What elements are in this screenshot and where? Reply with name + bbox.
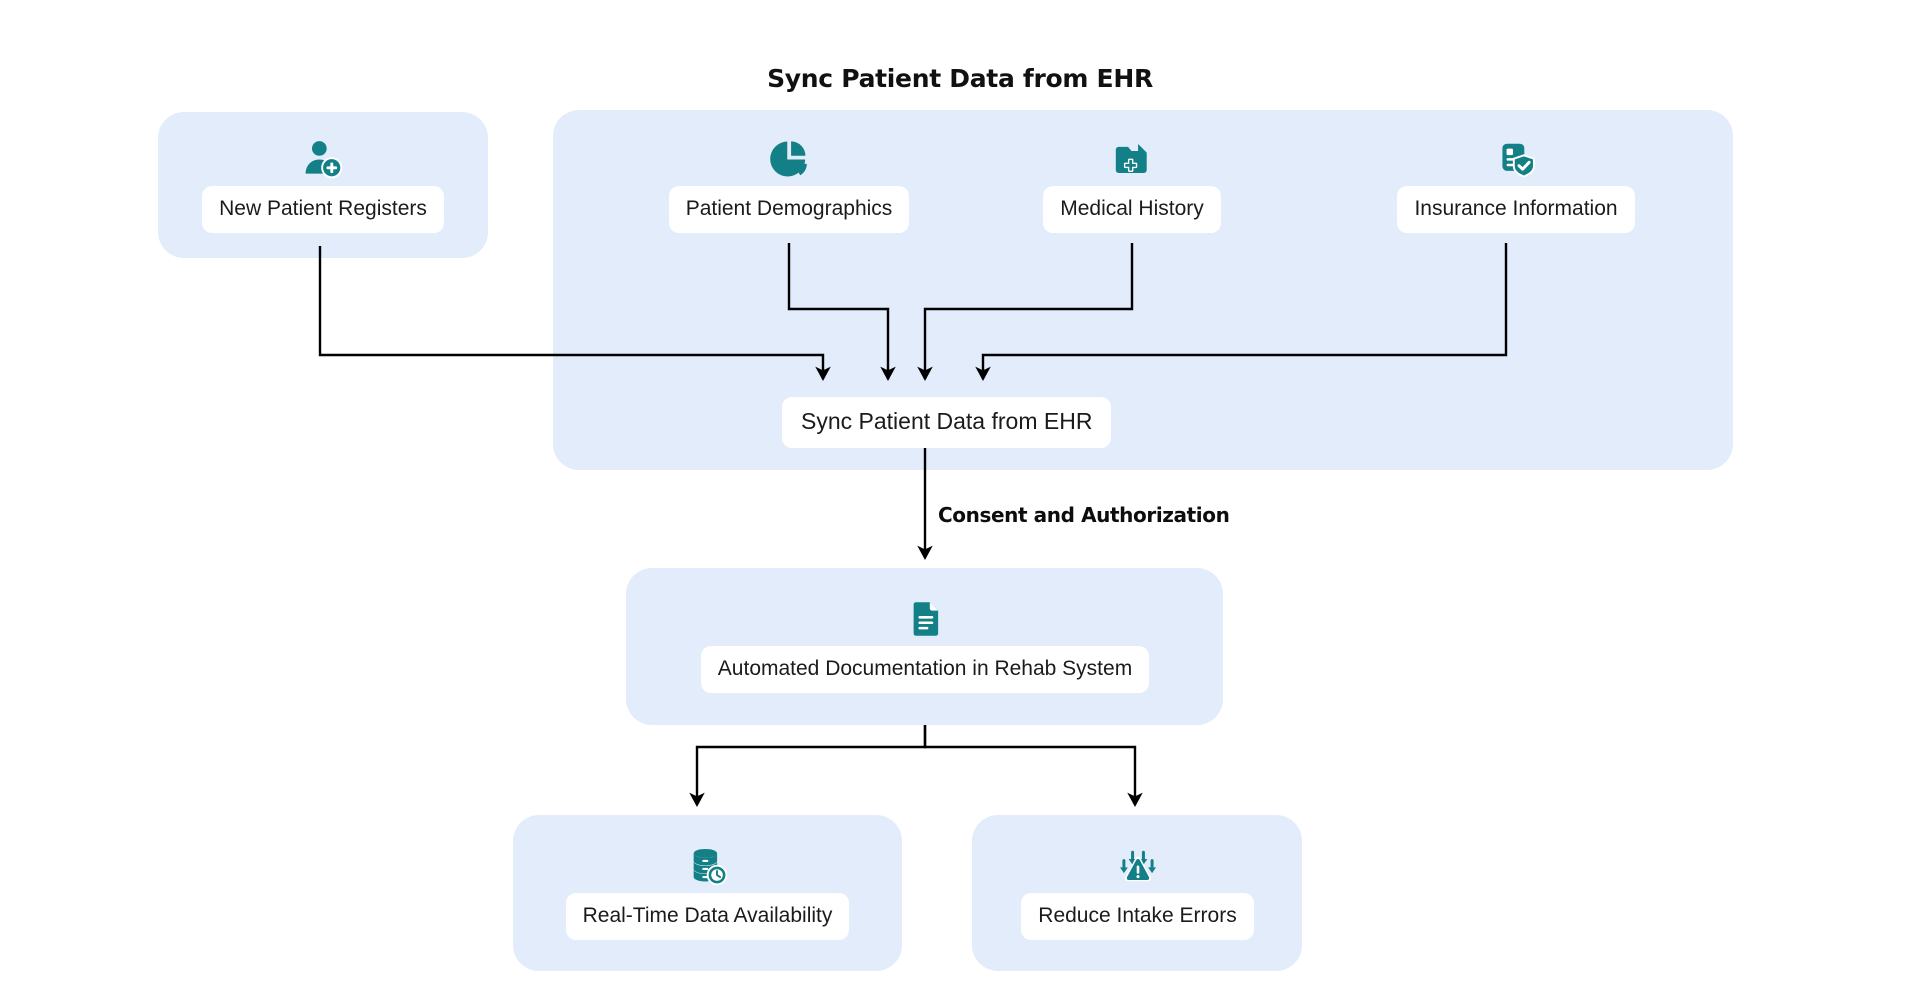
- page-title: Sync Patient Data from EHR: [767, 64, 1153, 93]
- node-sync-patient-data-from-ehr[interactable]: Sync Patient Data from EHR: [782, 397, 1112, 448]
- database-clock-icon: [687, 839, 729, 893]
- node-automated-documentation[interactable]: Automated Documentation in Rehab System: [670, 578, 1180, 693]
- node-label-medical-history: Medical History: [1043, 186, 1221, 233]
- node-label-new-patient-registers: New Patient Registers: [202, 186, 444, 233]
- medical-folder-icon: [1111, 132, 1153, 186]
- node-patient-demographics[interactable]: Patient Demographics: [630, 118, 948, 233]
- node-label-patient-demographics: Patient Demographics: [668, 186, 910, 233]
- edge-automated-documentation-to-real-time: [689, 725, 927, 808]
- patient-registration-group: [158, 112, 488, 258]
- warning-arrows-down-icon: [1117, 839, 1159, 893]
- node-label-real-time-data-availability: Real-Time Data Availability: [565, 893, 850, 940]
- document-shield-check-icon: [1495, 132, 1537, 186]
- node-reduce-intake-errors[interactable]: Reduce Intake Errors: [1000, 825, 1275, 940]
- node-real-time-data-availability[interactable]: Real-Time Data Availability: [540, 825, 875, 940]
- node-label-insurance-information: Insurance Information: [1397, 186, 1635, 233]
- edge-label-consent-and-authorization: Consent and Authorization: [938, 503, 1230, 527]
- node-insurance-information[interactable]: Insurance Information: [1372, 118, 1660, 233]
- node-medical-history[interactable]: Medical History: [1028, 118, 1236, 233]
- user-plus-icon: [301, 132, 345, 186]
- node-label-reduce-intake-errors: Reduce Intake Errors: [1021, 893, 1254, 940]
- node-label-automated-documentation: Automated Documentation in Rehab System: [700, 646, 1150, 693]
- pie-chart-icon: [768, 132, 810, 186]
- document-lines-icon: [904, 592, 946, 646]
- node-new-patient-registers[interactable]: New Patient Registers: [178, 118, 468, 233]
- edge-automated-documentation-to-reduce-errors: [923, 725, 1143, 808]
